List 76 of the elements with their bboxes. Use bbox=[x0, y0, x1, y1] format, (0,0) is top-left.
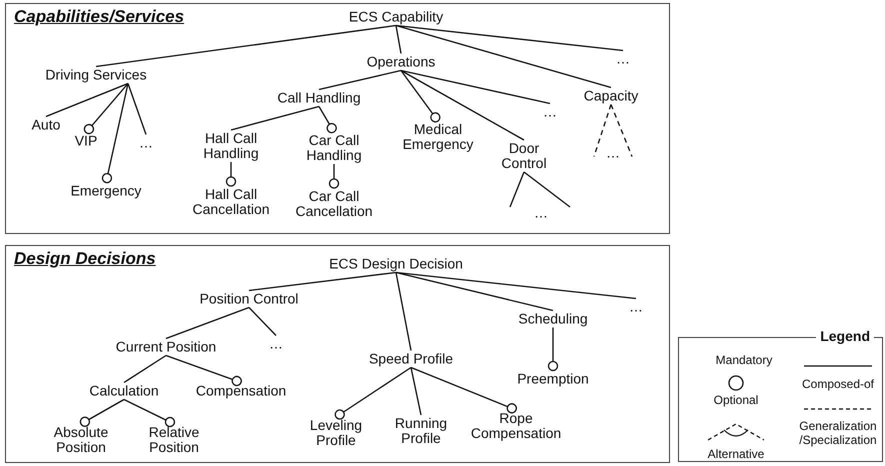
composition-line bbox=[96, 24, 396, 68]
composition-line bbox=[395, 272, 412, 351]
panel-heading: Capabilities/Services bbox=[14, 7, 184, 27]
optional-link bbox=[124, 398, 176, 428]
feature-label: Rope Compensation bbox=[466, 411, 566, 441]
feature-label: Driving Services bbox=[45, 68, 147, 82]
composition-line bbox=[593, 104, 633, 158]
composition-line bbox=[400, 70, 550, 104]
feature-label: Calculation bbox=[89, 384, 159, 398]
composition-line bbox=[166, 306, 250, 340]
optional-link bbox=[80, 398, 124, 427]
optional-link bbox=[334, 366, 412, 420]
legend-label: Generalization /Specialization bbox=[798, 419, 878, 447]
composition-line bbox=[230, 106, 320, 131]
optional-link bbox=[226, 162, 236, 187]
feature-label: Car Call Handling bbox=[298, 133, 370, 163]
legend-label: Optional bbox=[714, 393, 758, 407]
optional-link bbox=[84, 83, 128, 134]
feature-label: Position Control bbox=[200, 292, 298, 306]
feature-label: Capacity bbox=[584, 88, 638, 104]
composition-line bbox=[248, 307, 276, 336]
feature-label: ECS Design Decision bbox=[329, 256, 463, 272]
feature-label: … bbox=[534, 206, 548, 220]
feature-label: … bbox=[543, 104, 557, 120]
composition-line bbox=[396, 272, 636, 300]
feature-label: Emergency bbox=[70, 184, 142, 198]
feature-label: Leveling Profile bbox=[300, 418, 372, 448]
composition-line bbox=[46, 82, 128, 118]
optional-link bbox=[548, 328, 558, 372]
optional-link bbox=[410, 366, 517, 414]
legend-label: Alternative bbox=[708, 447, 764, 461]
feature-label: Hall Call Handling bbox=[195, 131, 267, 161]
feature-label: Operations bbox=[366, 54, 436, 70]
composition-line bbox=[395, 25, 402, 54]
feature-label: Compensation bbox=[196, 384, 286, 398]
feature-label: Call Handling bbox=[277, 90, 361, 106]
feature-label: Preemption bbox=[517, 372, 589, 386]
composition-line bbox=[127, 83, 147, 135]
feature-label: … bbox=[139, 136, 153, 150]
panel-frame bbox=[5, 3, 670, 234]
feature-label: Door Control bbox=[494, 141, 554, 171]
optional-link bbox=[102, 83, 129, 184]
optional-link bbox=[328, 164, 340, 189]
feature-label: ECS Capability bbox=[348, 10, 444, 24]
legend-label: Composed-of bbox=[802, 377, 874, 391]
feature-label: Auto bbox=[32, 118, 60, 132]
legend-label: Mandatory bbox=[716, 353, 772, 367]
panel-frame bbox=[5, 245, 670, 463]
feature-label: Hall Call Cancellation bbox=[183, 187, 279, 217]
optional-link bbox=[318, 106, 337, 134]
feature-label: Running Profile bbox=[385, 416, 457, 446]
composition-line bbox=[509, 171, 571, 208]
feature-label: Current Position bbox=[116, 340, 216, 354]
composition-line bbox=[410, 367, 422, 416]
feature-label: Relative Position bbox=[138, 425, 210, 455]
feature-label: Speed Profile bbox=[368, 352, 454, 366]
composition-line bbox=[124, 354, 166, 384]
optional-link bbox=[166, 354, 242, 386]
optional-link bbox=[400, 70, 440, 123]
feature-label: VIP bbox=[74, 134, 98, 148]
feature-label: … bbox=[616, 52, 630, 66]
legend-title: Legend bbox=[816, 328, 874, 344]
feature-label: Medical Emergency bbox=[398, 122, 478, 152]
feature-label: … bbox=[629, 300, 643, 314]
panel-heading: Design Decisions bbox=[14, 249, 156, 269]
composition-line bbox=[400, 70, 524, 141]
feature-label: Absolute Position bbox=[45, 425, 117, 455]
composition-line bbox=[318, 70, 402, 90]
feature-label: … bbox=[269, 336, 283, 352]
composition-line bbox=[396, 272, 554, 312]
composition-line bbox=[396, 24, 624, 52]
feature-label: Scheduling bbox=[518, 312, 588, 326]
composition-line bbox=[396, 24, 612, 88]
composition-line bbox=[248, 272, 396, 292]
feature-label: Car Call Cancellation bbox=[286, 189, 382, 219]
feature-label: … bbox=[606, 146, 620, 160]
